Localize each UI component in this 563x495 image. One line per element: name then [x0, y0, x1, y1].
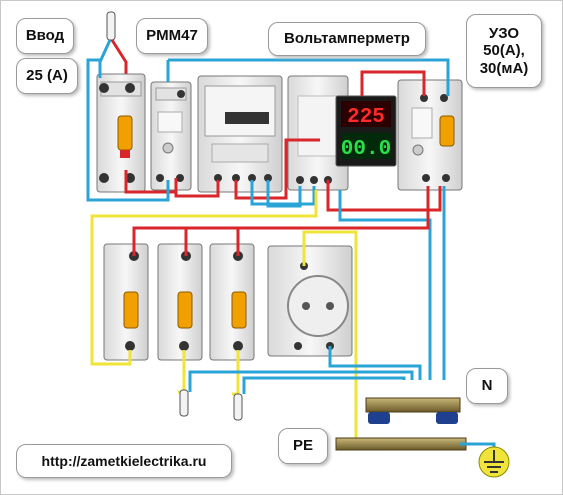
- plug-icon: [302, 302, 310, 310]
- input-label: Ввод: [16, 18, 74, 54]
- voltage-readout: 225: [347, 106, 385, 129]
- rcd-label: УЗО 50(А), 30(мА): [466, 14, 542, 88]
- bottom-phase-wiring: [132, 186, 430, 256]
- pe-bus-bar: [335, 437, 496, 458]
- group-breaker-1: [103, 243, 149, 361]
- input-cable: [98, 11, 128, 78]
- website-url[interactable]: http://zametkielectrika.ru: [16, 444, 232, 478]
- voltammeter-device: [287, 75, 349, 191]
- top-neutral-wiring: [86, 58, 450, 380]
- output-cable-1: [179, 389, 189, 417]
- current-readout: 00.0: [341, 138, 391, 161]
- electric-meter: [197, 75, 283, 193]
- output-cable-2: [233, 393, 243, 421]
- group-breaker-2: [157, 243, 203, 361]
- relay-label: PMM47: [136, 18, 208, 54]
- voltammeter-label: Вольтамперметр: [268, 22, 426, 56]
- ground-icon: [478, 446, 510, 478]
- group-breaker-3: [209, 243, 255, 361]
- pmm47-relay: [150, 81, 192, 191]
- input-breaker: [96, 73, 146, 193]
- bottom-neutral-wiring: [188, 346, 422, 394]
- n-bus-label: N: [466, 368, 508, 404]
- voltammeter-display: 225 00.0: [335, 95, 397, 167]
- top-phase-wiring: [124, 70, 442, 212]
- n-bus-bar: [365, 397, 461, 424]
- pe-bus-label: PE: [278, 428, 328, 464]
- current-rating-label: 25 (А): [16, 58, 78, 94]
- rcd-device: [397, 79, 463, 191]
- din-socket: [267, 245, 353, 357]
